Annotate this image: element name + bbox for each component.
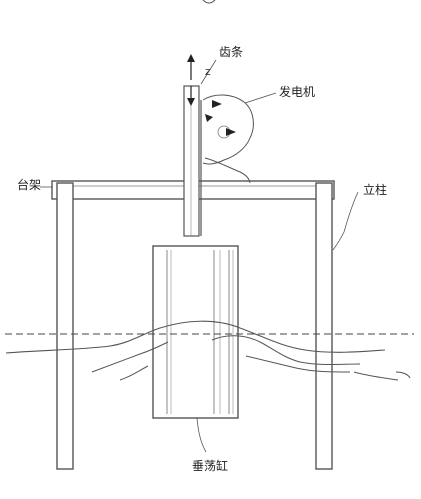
pendulum-cylinder-label: 垂荡缸: [192, 458, 228, 473]
column-label: 立柱: [363, 182, 387, 197]
leader-rack: [200, 59, 217, 85]
leader-generator: [244, 92, 277, 104]
z-axis-arrows: [187, 54, 195, 106]
pendulum-cylinder: [152, 245, 239, 419]
rack-rod: [183, 85, 202, 237]
leader-column: [332, 191, 359, 251]
z-axis-label: z: [205, 65, 211, 78]
left-column: [56, 182, 74, 470]
generator-label: 发电机: [279, 84, 315, 99]
generator: [202, 94, 254, 184]
top-mark: [202, 0, 216, 4]
right-column: [315, 182, 333, 470]
waves: [5, 320, 411, 381]
frame-label: 台架: [17, 177, 41, 192]
leader-cylinder: [196, 417, 207, 453]
rack-label: 齿条: [219, 45, 243, 59]
